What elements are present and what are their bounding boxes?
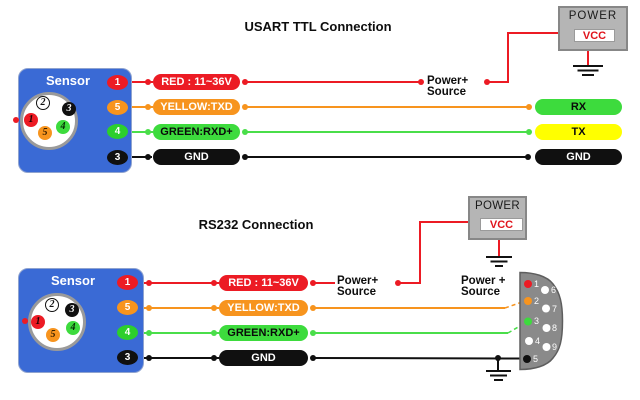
db9-pin6-label: 6 [551,285,557,295]
usart-power-title: POWER [568,10,618,22]
rs232-power-box: POWER VCC [468,196,527,240]
rs232-wire-label-gnd: GND [219,350,308,366]
usart-ttl-tx-pill: TX [535,124,622,140]
db9-pin5-dot [523,355,531,363]
rs232-badge-4: 4 [117,325,138,340]
usart-badge-5: 5 [107,100,128,115]
usart-gnd-wire [130,154,531,160]
db9-pin7-dot [542,304,550,313]
usart-connector-pin-4: 4 [56,120,70,134]
usart-connector-pin-2: 2 [36,96,50,110]
rs232-yellow-wire [142,300,526,311]
rs232-title: RS232 Connection [198,217,314,232]
db9-pin3-label: 3 [534,316,540,326]
usart-wire-label-gnd: GND [153,149,240,165]
rs232-db9-source-label: Power + Source [461,275,506,298]
rs232-badge-3: 3 [117,350,138,365]
rs232-connector-pin-1: 1 [31,315,45,329]
usart-green-wire [130,129,532,135]
usart-power-source-label: Power+ Source [427,75,469,98]
rs232-gnd-wire [142,355,527,370]
db9-pin4-label: 4 [535,336,541,346]
rs232-db9-source-line1: Power + [461,275,506,287]
rs232-power-ground-icon [486,256,512,267]
usart-wire-label-green: GREEN:RXD+ [153,124,240,140]
usart-wire-label-yellow: YELLOW:TXD [153,99,240,115]
rs232-connector-pin-3: 3 [65,303,79,317]
usart-badge-1: 1 [107,75,128,90]
db9-pin9-label: 9 [552,342,558,352]
rs232-db9-source-line2: Source [461,286,500,298]
rs232-connector-pin-4: 4 [66,321,80,335]
usart-connector-pin-1: 1 [24,113,38,127]
rs232-power-title: POWER [475,200,520,212]
usart-yellow-wire [130,104,532,110]
rs232-wire-label-yellow: YELLOW:TXD [219,300,308,316]
rs232-vcc-label: VCC [480,218,523,231]
usart-sensor-label: Sensor [45,73,91,88]
rs232-power-source-line2: Source [337,286,376,298]
usart-connector-key-dot [13,117,19,123]
rs232-wire-label-red: RED : 11~36V [219,275,308,291]
usart-power-source-line2: Source [427,86,466,98]
rs232-badge-1: 1 [117,275,138,290]
rs232-wire-label-green: GREEN:RXD+ [219,325,308,341]
db9-pin9-dot [542,343,551,351]
db9-pin2-label: 2 [534,296,540,306]
db9-body [519,271,564,371]
usart-ttl-rx-pill: RX [535,99,622,115]
usart-title: USART TTL Connection [244,19,392,34]
usart-badge-3: 3 [107,150,128,165]
rs232-sensor-label: Sensor [50,273,96,288]
db9-pin5-label: 5 [533,354,539,364]
usart-ttl-gnd-pill: GND [535,149,622,165]
usart-power-source-line1: Power+ [427,75,469,87]
db9-pin1-dot [524,280,532,288]
rs232-connector-pin-5: 5 [46,328,60,342]
db9-pin3-dot [524,317,532,326]
db9-connector [519,271,564,371]
db9-pin8-dot [542,324,551,332]
db9-pin1-label: 1 [534,279,540,289]
rs232-power-source-line1: Power+ [337,275,379,287]
rs232-power-source-label: Power+ Source [337,275,379,298]
usart-connector-pin-5: 5 [38,126,52,140]
rs232-connector-key-dot [22,318,28,324]
db9-pin7-label: 7 [552,304,558,314]
usart-vcc-label: VCC [574,29,615,42]
db9-pin8-label: 8 [552,323,558,333]
db9-pin6-dot [541,286,549,294]
rs232-badge-5: 5 [117,300,138,315]
usart-power-ground-icon [573,65,603,76]
rs232-gnd-ground-icon [486,370,511,381]
usart-badge-4: 4 [107,124,128,139]
usart-wire-label-red: RED : 11~36V [153,74,240,90]
db9-pin4-dot [525,337,533,345]
db9-pin2-dot [524,297,532,305]
usart-connector-pin-3: 3 [62,102,76,116]
rs232-connector-pin-2: 2 [45,298,59,312]
rs232-green-wire [142,322,526,336]
usart-power-box: POWER VCC [558,6,628,51]
